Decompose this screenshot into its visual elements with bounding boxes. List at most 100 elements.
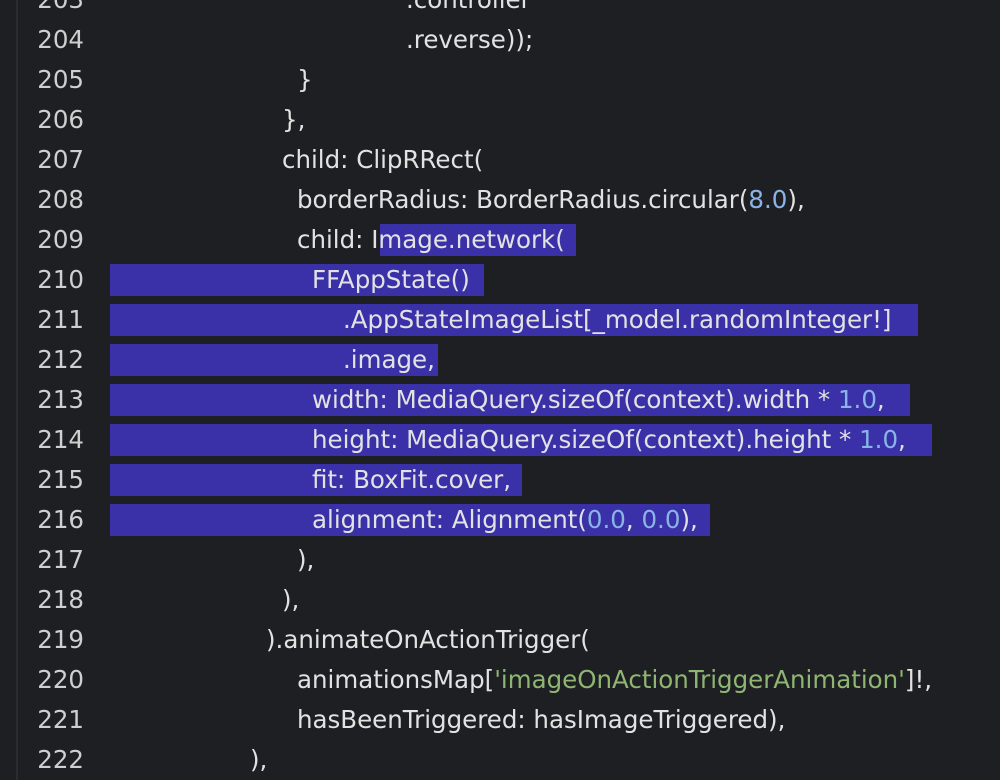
code-text: }, <box>282 100 305 140</box>
code-token: fit: BoxFit.cover, <box>312 465 512 494</box>
code-token: , <box>876 385 885 414</box>
code-token: , <box>625 505 642 534</box>
code-token: ]!, <box>904 665 933 694</box>
code-token: , <box>898 425 906 454</box>
text-selection-highlight <box>110 504 710 536</box>
code-token: FFAppState() <box>312 265 470 294</box>
code-token: .reverse)); <box>406 25 534 54</box>
code-text: ), <box>297 540 314 580</box>
code-line[interactable]: 215 fit: BoxFit.cover, <box>0 460 1000 500</box>
code-line[interactable]: 214 height: MediaQuery.sizeOf(context).he… <box>0 420 1000 460</box>
code-line[interactable]: 221 hasBeenTriggered: hasImageTriggered), <box>0 700 1000 740</box>
code-text: hasBeenTriggered: hasImageTriggered), <box>297 700 785 740</box>
line-number: 213 <box>37 385 84 414</box>
line-number: 204 <box>37 25 84 54</box>
text-selection-highlight <box>110 424 932 456</box>
code-text: .AppStateImageList[_model.randomInteger!… <box>343 300 891 340</box>
code-text: child: ClipRRect( <box>282 140 483 180</box>
code-line[interactable]: 213 width: MediaQuery.sizeOf(context).wid… <box>0 380 1000 420</box>
line-number: 218 <box>37 585 84 614</box>
text-selection-highlight <box>380 224 576 256</box>
line-number: 214 <box>37 425 84 454</box>
code-token: child: ClipRRect( <box>282 145 484 174</box>
code-token: .AppStateImageList[_model.randomInteger!… <box>343 305 892 334</box>
code-token: child: Image.network( <box>297 225 565 254</box>
code-text: fit: BoxFit.cover, <box>312 460 511 500</box>
number-literal: 0.0 <box>586 505 626 534</box>
code-line[interactable]: 208 borderRadius: BorderRadius.circular(8… <box>0 180 1000 220</box>
code-text: alignment: Alignment(0.0, 0.0), <box>312 500 698 540</box>
gutter-divider <box>16 0 18 780</box>
line-number: 222 <box>37 745 84 774</box>
line-number: 220 <box>37 665 84 694</box>
code-text: .controller <box>406 0 531 20</box>
text-selection-highlight <box>110 384 910 416</box>
code-text: child: Image.network( <box>297 220 565 260</box>
code-text: ), <box>250 740 267 780</box>
code-line[interactable]: 204 .reverse)); <box>0 20 1000 60</box>
code-line[interactable]: 219 ).animateOnActionTrigger( <box>0 620 1000 660</box>
number-literal: 8.0 <box>748 185 788 214</box>
line-number: 207 <box>37 145 84 174</box>
code-line[interactable]: 205} <box>0 60 1000 100</box>
code-token: animationsMap[ <box>297 665 495 694</box>
code-text: .reverse)); <box>406 20 533 60</box>
code-token: ), <box>282 585 300 614</box>
code-text: width: MediaQuery.sizeOf(context).width … <box>312 380 885 420</box>
line-number: 210 <box>37 265 84 294</box>
code-line[interactable]: 220 animationsMap['imageOnActionTriggerAn… <box>0 660 1000 700</box>
code-line[interactable]: 206}, <box>0 100 1000 140</box>
line-number: 217 <box>37 545 84 574</box>
code-token: ).animateOnActionTrigger( <box>266 625 590 654</box>
text-selection-highlight <box>110 464 522 496</box>
code-line[interactable]: 216 alignment: Alignment(0.0, 0.0), <box>0 500 1000 540</box>
number-literal: 1.0 <box>837 385 877 414</box>
code-token: width: MediaQuery.sizeOf(context).width … <box>312 385 838 414</box>
code-text: animationsMap['imageOnActionTriggerAnima… <box>297 660 932 700</box>
line-number: 219 <box>37 625 84 654</box>
code-line[interactable]: 210 FFAppState() <box>0 260 1000 300</box>
code-line[interactable]: 218), <box>0 580 1000 620</box>
string-literal: 'imageOnActionTriggerAnimation' <box>494 665 905 694</box>
text-selection-highlight <box>110 344 438 376</box>
line-number: 212 <box>37 345 84 374</box>
code-text: height: MediaQuery.sizeOf(context).heigh… <box>312 420 906 460</box>
code-token: } <box>297 65 313 94</box>
number-literal: 1.0 <box>859 425 899 454</box>
text-selection-highlight <box>110 264 484 296</box>
code-line[interactable]: 207 child: ClipRRect( <box>0 140 1000 180</box>
code-token: .image, <box>343 345 435 374</box>
code-token: height: MediaQuery.sizeOf(context).heigh… <box>312 425 860 454</box>
line-number: 208 <box>37 185 84 214</box>
code-line[interactable]: 211 .AppStateImageList[_model.randomInteg… <box>0 300 1000 340</box>
code-text: borderRadius: BorderRadius.circular(8.0)… <box>297 180 805 220</box>
code-text: ), <box>282 580 299 620</box>
line-number: 221 <box>37 705 84 734</box>
code-line[interactable]: 212 .image, <box>0 340 1000 380</box>
code-text: FFAppState() <box>312 260 470 300</box>
code-text: .image, <box>343 340 435 380</box>
code-token: ), <box>250 745 268 774</box>
code-text: } <box>297 60 313 100</box>
line-number: 211 <box>37 305 84 334</box>
code-token: }, <box>282 105 306 134</box>
code-token: borderRadius: BorderRadius.circular( <box>297 185 749 214</box>
code-line[interactable]: 222), <box>0 740 1000 780</box>
code-line[interactable]: 203 .controller <box>0 0 1000 20</box>
line-number: 206 <box>37 105 84 134</box>
line-number: 216 <box>37 505 84 534</box>
code-token: .controller <box>406 0 531 14</box>
code-token: ), <box>787 185 805 214</box>
line-number: 203 <box>0 0 84 20</box>
code-token: hasBeenTriggered: hasImageTriggered), <box>297 705 786 734</box>
line-number: 215 <box>37 465 84 494</box>
code-token: ), <box>297 545 315 574</box>
text-selection-highlight <box>110 304 918 336</box>
line-number: 205 <box>37 65 84 94</box>
code-token: alignment: Alignment( <box>312 505 587 534</box>
number-literal: 0.0 <box>641 505 681 534</box>
code-text: ).animateOnActionTrigger( <box>266 620 590 660</box>
code-line[interactable]: 217), <box>0 540 1000 580</box>
